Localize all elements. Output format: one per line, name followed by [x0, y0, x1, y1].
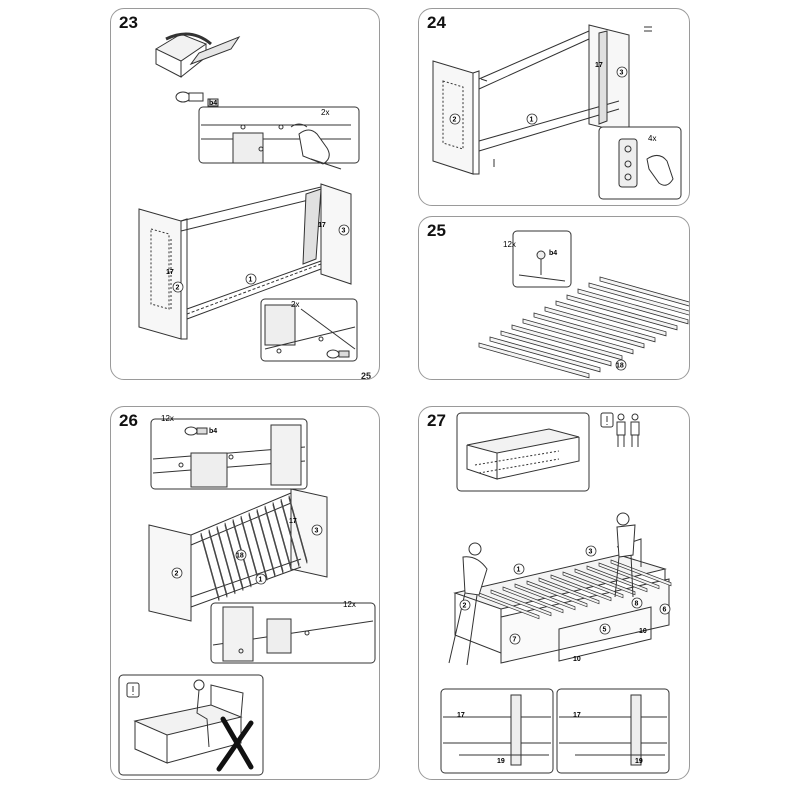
screw-tag: b4 [209, 100, 217, 107]
step-number: 25 [427, 221, 446, 240]
slat [538, 577, 600, 605]
slat [588, 282, 689, 316]
slat [280, 498, 300, 567]
quantity-label: 4x [648, 134, 656, 143]
slat [526, 580, 588, 608]
part-label-18: 18 [616, 363, 624, 370]
panel-step-23: 23 b4 2x [110, 8, 380, 380]
slat [240, 515, 260, 584]
hand-pressing-icon [646, 155, 674, 186]
hand-pressing-icon [298, 129, 342, 170]
part-label-6: 6 [663, 607, 667, 614]
slat [264, 505, 284, 574]
step-24-illustration: 17 3 2 1 4x [432, 24, 682, 200]
step-27-illustration: 3 1 2 8 7 5 6 10 10 17 19 17 19 [440, 412, 672, 774]
step-25-illustration: 12x b4 18 [478, 230, 689, 379]
do-not-sit-cross-icon [216, 716, 254, 772]
panel-step-27: 27 [418, 406, 690, 780]
part-label-1: 1 [259, 577, 263, 584]
part-label-3: 3 [315, 528, 319, 535]
warning-icon [600, 412, 614, 428]
screw-tag: b4 [549, 250, 557, 257]
two-persons-icon [616, 413, 640, 447]
slat [200, 532, 220, 601]
slat [478, 342, 590, 379]
part-label-10b: 10 [573, 656, 581, 663]
slat [555, 300, 667, 337]
screw-tag: b4 [209, 428, 217, 435]
slat [550, 574, 612, 602]
step-number: 23 [119, 13, 138, 32]
step-23-illustration: b4 2x 17 2 1 [138, 32, 360, 362]
part-label-3: 3 [342, 228, 346, 235]
slat [248, 512, 268, 581]
slat [216, 526, 236, 595]
slat [544, 306, 656, 343]
part-label-2: 2 [463, 603, 467, 610]
part-label-1: 1 [517, 567, 521, 574]
part-label-5: 5 [603, 627, 607, 634]
slat [577, 288, 689, 325]
part-label-3: 3 [620, 70, 624, 77]
panel-step-26: 26 12x b4 18 17 3 2 1 [110, 406, 380, 780]
part-label-18: 18 [236, 553, 244, 560]
part-label-7: 7 [513, 637, 517, 644]
slat [598, 562, 660, 590]
step-number: 24 [427, 13, 446, 32]
step-number: 26 [119, 411, 138, 430]
part-label-17: 17 [289, 518, 297, 525]
part-label-2: 2 [453, 117, 457, 124]
part-label-17: 17 [595, 62, 603, 69]
screw-cam-icon [175, 91, 219, 107]
part-label-17: 17 [457, 712, 465, 719]
slat [490, 589, 552, 617]
quantity-label-2: 2x [291, 300, 299, 309]
step-26-illustration: 12x b4 18 17 3 2 1 12x [118, 414, 376, 776]
slat [489, 336, 601, 373]
part-label-19b: 19 [635, 758, 643, 765]
part-label-1: 1 [530, 117, 534, 124]
slat [522, 318, 634, 355]
part-label-10: 10 [639, 628, 647, 635]
page-number: 26 [671, 379, 681, 380]
slat [562, 571, 624, 599]
part-label-2: 2 [176, 285, 180, 292]
slat [514, 583, 576, 611]
slat [610, 559, 672, 587]
slat [533, 312, 645, 349]
slat [574, 568, 636, 596]
slat [208, 529, 228, 598]
slat [256, 509, 276, 578]
panel-step-25: 25 12x b4 18 26 [418, 216, 690, 380]
quantity-label: 12x [161, 414, 174, 423]
slat [224, 522, 244, 591]
quantity-label: 12x [503, 240, 516, 249]
part-label-1: 1 [249, 277, 253, 284]
part-label-2: 2 [175, 571, 179, 578]
page-number: 25 [360, 371, 371, 380]
pencil-box-icon [154, 32, 241, 78]
part-label-17b: 17 [318, 222, 326, 229]
part-label-8: 8 [635, 601, 639, 608]
panel-step-24: 24 17 3 2 1 4x 26 [418, 8, 690, 206]
part-label-3: 3 [589, 549, 593, 556]
part-label-19: 19 [497, 758, 505, 765]
part-label-17b: 17 [573, 712, 581, 719]
slat [599, 276, 689, 307]
slat [502, 586, 564, 614]
quantity-label: 2x [321, 108, 329, 117]
quantity-label-2: 12x [343, 600, 356, 609]
step-number: 27 [427, 411, 446, 430]
slat [288, 495, 308, 564]
slat [272, 502, 292, 571]
slat [566, 294, 678, 331]
slat [500, 330, 612, 367]
part-label-17: 17 [166, 269, 174, 276]
